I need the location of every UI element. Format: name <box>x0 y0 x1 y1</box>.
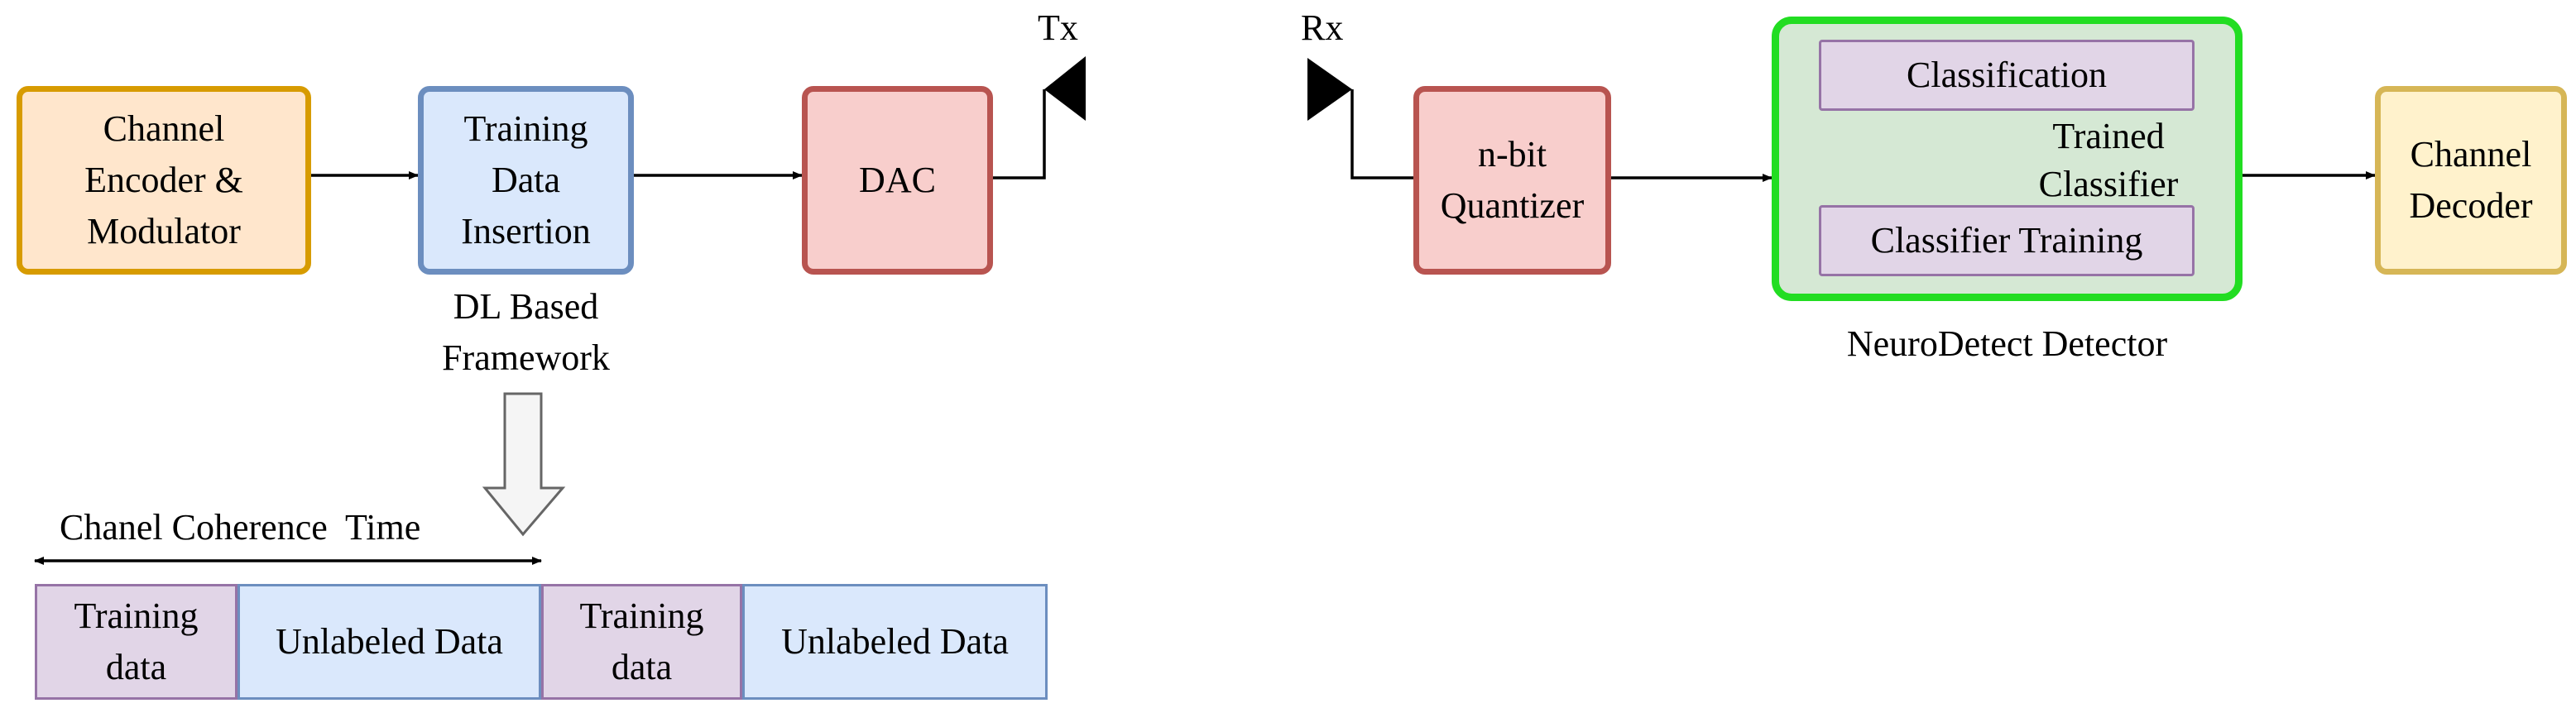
line-rx-antenna-to-quantizer <box>1350 89 1413 179</box>
n-bit-quantizer-block: n-bit Quantizer <box>1413 86 1611 275</box>
frame-segment-label: Training data <box>579 596 704 687</box>
n-bit-quantizer-label: n-bit Quantizer <box>1440 134 1585 226</box>
training-data-insertion-label: Training Data Insertion <box>461 108 591 251</box>
channel-decoder-block: Channel Decoder <box>2375 86 2567 275</box>
frame-segment-unlabeled-1: Unlabeled Data <box>237 584 541 700</box>
dac-label: DAC <box>859 160 936 200</box>
tx-antenna-icon <box>1044 56 1086 121</box>
classifier-training-block: Classifier Training <box>1819 205 2195 276</box>
dac-block: DAC <box>802 86 993 275</box>
channel-encoder-modulator-label: Channel Encoder & Modulator <box>84 108 243 251</box>
rx-antenna-icon <box>1307 58 1352 121</box>
classifier-training-label: Classifier Training <box>1870 220 2143 261</box>
line-dac-to-tx-antenna <box>993 89 1046 179</box>
framework-down-arrow <box>482 392 566 537</box>
frame-segment-unlabeled-2: Unlabeled Data <box>742 584 1048 700</box>
rx-label: Rx <box>1301 7 1344 48</box>
channel-decoder-label: Channel Decoder <box>2409 134 2533 226</box>
classification-block: Classification <box>1819 40 2195 111</box>
classification-label: Classification <box>1907 55 2107 95</box>
trained-classifier-label: Trained Classifier <box>2038 116 2179 204</box>
frame-segment-label: Unlabeled Data <box>781 621 1009 662</box>
frame-segment-label: Unlabeled Data <box>276 621 503 662</box>
channel-encoder-modulator-block: Channel Encoder & Modulator <box>17 86 311 275</box>
frame-segment-training-2: Training data <box>541 584 742 700</box>
frame-segment-label: Training data <box>74 596 199 687</box>
dl-framework-caption: DL Based Framework <box>442 286 610 378</box>
neurodetect-detector-caption: NeuroDetect Detector <box>1846 323 2168 364</box>
training-data-insertion-block: Training Data Insertion <box>418 86 634 275</box>
tx-label: Tx <box>1038 7 1078 48</box>
frame-segment-training-1: Training data <box>35 584 237 700</box>
coherence-time-label: Chanel Coherence Time <box>60 507 421 548</box>
